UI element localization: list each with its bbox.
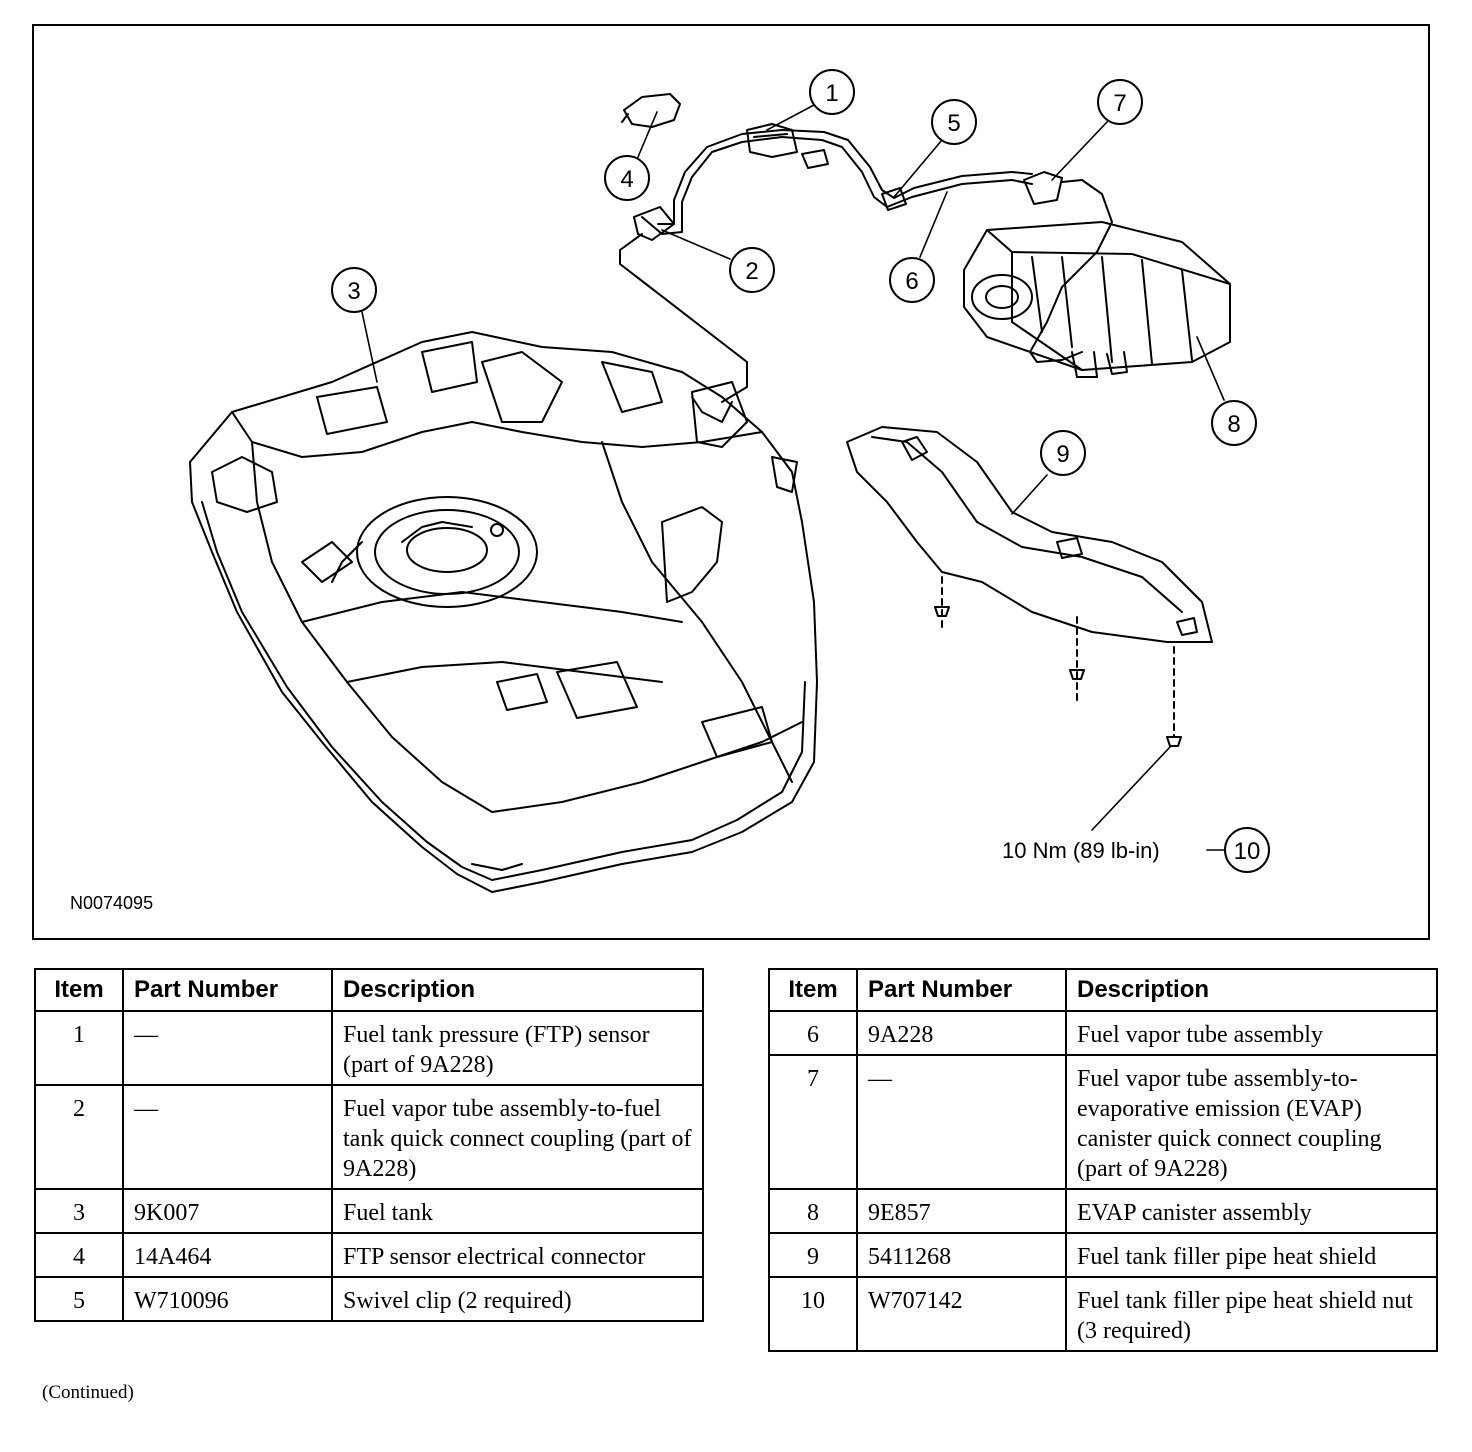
callout-2: 2 — [729, 247, 775, 293]
cell-description: Fuel tank pressure (FTP) sensor (part of… — [331, 1010, 704, 1086]
cell-part-number: 9K007 — [122, 1188, 333, 1234]
svg-text:7: 7 — [1113, 90, 1126, 117]
vapor-tube-drawing — [621, 93, 1113, 363]
exploded-diagram: 1 2 3 4 5 6 7 8 9 10 10 Nm (89 lb-in) N0… — [32, 24, 1430, 940]
evap-canister-drawing — [963, 221, 1231, 378]
fuel-tank-drawing — [189, 233, 818, 893]
callout-9: 9 — [1040, 430, 1086, 476]
cell-item: 8 — [768, 1188, 858, 1234]
cell-item: 3 — [34, 1188, 124, 1234]
cell-part-number: W710096 — [122, 1276, 333, 1322]
cell-part-number: — — [856, 1054, 1067, 1190]
header-item: Item — [34, 968, 124, 1012]
table-row: 2 — Fuel vapor tube assembly-to-fuel tan… — [34, 1084, 704, 1190]
cell-part-number: 14A464 — [122, 1232, 333, 1278]
table-header-row: Item Part Number Description — [768, 968, 1438, 1012]
figure-ref-code: N0074095 — [70, 893, 153, 913]
table-row: 3 9K007 Fuel tank — [34, 1188, 704, 1234]
table-header-row: Item Part Number Description — [34, 968, 704, 1012]
svg-text:10: 10 — [1234, 838, 1261, 865]
leader-lines — [361, 104, 1225, 851]
heat-shield-drawing — [846, 426, 1213, 747]
cell-item: 6 — [768, 1010, 858, 1056]
svg-text:2: 2 — [745, 258, 758, 285]
continued-note: (Continued) — [42, 1382, 134, 1403]
header-part-number: Part Number — [122, 968, 333, 1012]
table-row: 5 W710096 Swivel clip (2 required) — [34, 1276, 704, 1322]
callout-7: 7 — [1097, 79, 1143, 125]
parts-table-right: Item Part Number Description 6 9A228 Fue… — [768, 968, 1438, 1352]
cell-description: Fuel vapor tube assembly-to-evaporative … — [1065, 1054, 1438, 1190]
callout-3: 3 — [331, 267, 377, 313]
callout-circles: 1 2 3 4 5 6 7 8 9 10 — [331, 69, 1270, 873]
cell-item: 5 — [34, 1276, 124, 1322]
header-description: Description — [331, 968, 704, 1012]
header-item: Item — [768, 968, 858, 1012]
header-part-number: Part Number — [856, 968, 1067, 1012]
callout-10: 10 — [1224, 827, 1270, 873]
table-row: 6 9A228 Fuel vapor tube assembly — [768, 1010, 1438, 1056]
cell-item: 1 — [34, 1010, 124, 1086]
callout-4: 4 — [604, 155, 650, 201]
callout-6: 6 — [889, 257, 935, 303]
cell-item: 2 — [34, 1084, 124, 1190]
cell-part-number: 9A228 — [856, 1010, 1067, 1056]
torque-spec: 10 Nm (89 lb-in) — [1002, 838, 1160, 863]
cell-description: FTP sensor electrical connector — [331, 1232, 704, 1278]
cell-description: Fuel vapor tube assembly-to-fuel tank qu… — [331, 1084, 704, 1190]
table-row: 10 W707142 Fuel tank filler pipe heat sh… — [768, 1276, 1438, 1352]
table-row: 8 9E857 EVAP canister assembly — [768, 1188, 1438, 1234]
table-row: 9 5411268 Fuel tank filler pipe heat shi… — [768, 1232, 1438, 1278]
cell-description: Swivel clip (2 required) — [331, 1276, 704, 1322]
cell-description: Fuel vapor tube assembly — [1065, 1010, 1438, 1056]
svg-text:9: 9 — [1056, 441, 1069, 468]
cell-description: Fuel tank filler pipe heat shield nut (3… — [1065, 1276, 1438, 1352]
cell-part-number: — — [122, 1010, 333, 1086]
svg-text:1: 1 — [825, 80, 838, 107]
cell-part-number: — — [122, 1084, 333, 1190]
svg-text:4: 4 — [620, 166, 633, 193]
cell-item: 10 — [768, 1276, 858, 1352]
callout-5: 5 — [931, 99, 977, 145]
cell-description: Fuel tank filler pipe heat shield — [1065, 1232, 1438, 1278]
header-description: Description — [1065, 968, 1438, 1012]
cell-part-number: 9E857 — [856, 1188, 1067, 1234]
cell-item: 7 — [768, 1054, 858, 1190]
table-row: 7 — Fuel vapor tube assembly-to-evaporat… — [768, 1054, 1438, 1190]
cell-item: 9 — [768, 1232, 858, 1278]
cell-part-number: 5411268 — [856, 1232, 1067, 1278]
cell-item: 4 — [34, 1232, 124, 1278]
callout-1: 1 — [809, 69, 855, 115]
svg-text:6: 6 — [905, 268, 918, 295]
cell-part-number: W707142 — [856, 1276, 1067, 1352]
table-row: 4 14A464 FTP sensor electrical connector — [34, 1232, 704, 1278]
table-row: 1 — Fuel tank pressure (FTP) sensor (par… — [34, 1010, 704, 1086]
callout-8: 8 — [1211, 400, 1257, 446]
cell-description: Fuel tank — [331, 1188, 704, 1234]
svg-text:8: 8 — [1227, 411, 1240, 438]
parts-table-left: Item Part Number Description 1 — Fuel ta… — [34, 968, 704, 1322]
svg-text:3: 3 — [347, 278, 360, 305]
svg-text:5: 5 — [947, 110, 960, 137]
cell-description: EVAP canister assembly — [1065, 1188, 1438, 1234]
